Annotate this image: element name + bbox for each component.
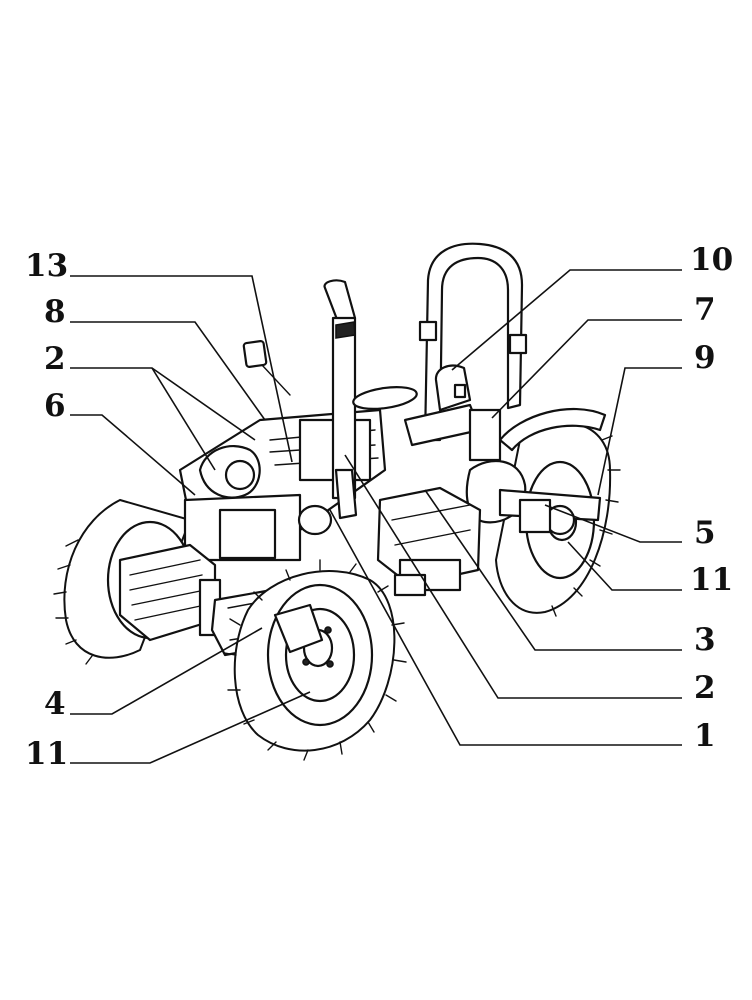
front-weights — [118, 543, 222, 642]
leader-2a-upper — [70, 367, 256, 441]
leader-6 — [70, 414, 196, 496]
rear-fender — [498, 407, 607, 452]
side-mirror — [242, 340, 291, 396]
leader-5 — [544, 504, 682, 543]
callout-9: 9 — [694, 340, 716, 376]
callout-8: 8 — [44, 294, 66, 330]
callout-labels: 13 8 2 6 10 7 9 5 11 3 2 1 4 11 — [25, 242, 733, 772]
leader-2b — [344, 454, 682, 699]
callout-11-right: 11 — [690, 562, 733, 598]
leader-lines — [70, 269, 682, 764]
front-right-wheel — [223, 559, 407, 761]
leader-4 — [70, 627, 263, 715]
leader-1 — [329, 509, 682, 746]
leader-8 — [70, 321, 266, 421]
callout-7: 7 — [694, 292, 716, 328]
leader-3 — [424, 489, 682, 651]
leader-7 — [491, 319, 682, 419]
tractor-illustration — [53, 242, 621, 761]
operator-seat — [403, 364, 482, 447]
front-hub — [273, 603, 324, 654]
leader-10 — [451, 269, 682, 371]
callout-3: 3 — [694, 622, 716, 658]
callout-4: 4 — [44, 686, 66, 722]
leader-2a-lower — [151, 367, 216, 471]
exhaust-stack — [323, 279, 358, 520]
leader-13 — [70, 275, 293, 463]
callout-2-upper-left: 2 — [44, 341, 66, 377]
callout-2-lower-right: 2 — [694, 670, 716, 706]
engine-block — [178, 408, 387, 562]
leader-9 — [597, 367, 682, 496]
steering-wheel — [352, 386, 418, 410]
callout-13: 13 — [25, 248, 68, 284]
callout-1: 1 — [694, 718, 716, 754]
transmission-case — [376, 486, 482, 597]
leader-11b — [70, 691, 311, 764]
callout-5: 5 — [694, 515, 716, 551]
callout-11-left: 11 — [25, 736, 68, 772]
leader-11a — [567, 541, 682, 591]
callout-10: 10 — [690, 242, 733, 278]
callout-6: 6 — [44, 388, 66, 424]
rear-linkage — [465, 408, 602, 536]
